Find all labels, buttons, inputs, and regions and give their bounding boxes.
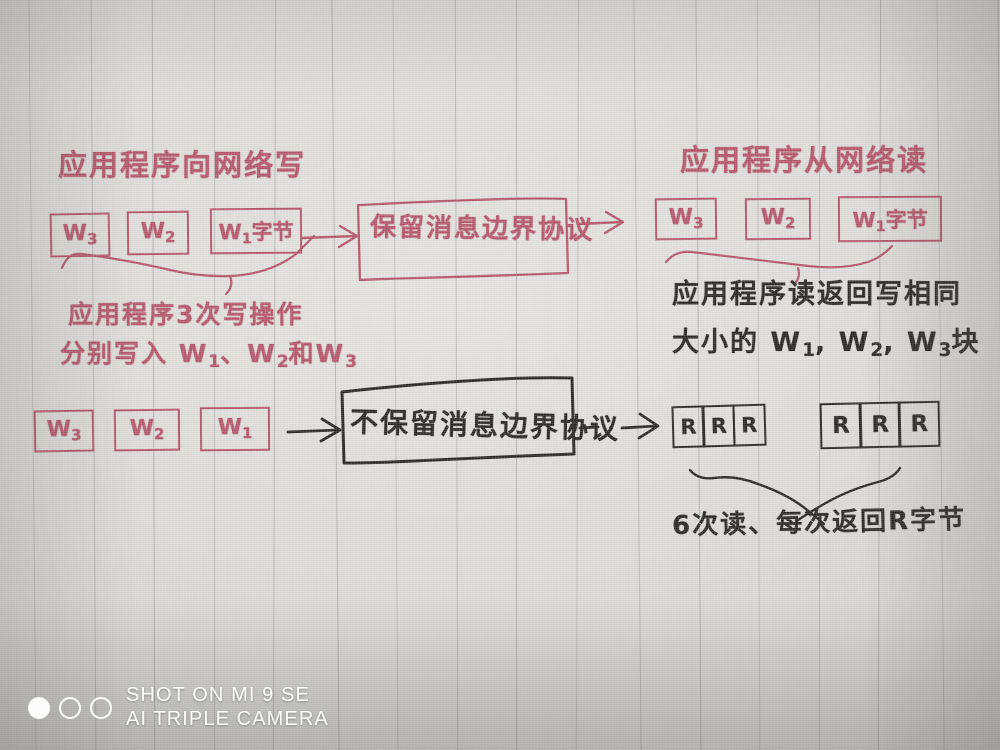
note-sub-3: 3	[345, 351, 357, 372]
top-right-box-w2: W2	[744, 197, 812, 241]
lens-dot-icon	[90, 696, 112, 719]
box-subscript: 2	[153, 425, 165, 444]
r-box: R	[897, 400, 941, 448]
top-right-box-w1: W1字节	[837, 195, 943, 243]
box-label: W1字节	[852, 207, 928, 235]
note-sub-2: 2	[276, 351, 289, 372]
top-right-note-line1: 应用程序读返回写相同	[672, 279, 962, 310]
note-prefix: 大小的 W	[672, 327, 803, 358]
top-right-box-w3: W3	[654, 197, 718, 241]
watermark-line-2: AI TRIPLE CAMERA	[126, 708, 329, 731]
r-group-1: R R R	[671, 403, 767, 449]
box-label: W3	[46, 417, 82, 445]
top-left-box-w1: W1字节	[209, 207, 303, 255]
top-left-box-w3: W3	[49, 212, 111, 258]
bottom-middle-label: 不保留消息边界协议	[349, 405, 621, 446]
box-label: W2	[760, 205, 796, 233]
bottom-left-box-w2: W2	[113, 408, 181, 452]
box-label: W2	[129, 416, 165, 444]
lens-dot-icon	[59, 696, 81, 719]
r-box: R	[732, 403, 767, 447]
box-subscript: 3	[86, 230, 98, 249]
box-label: W1	[217, 415, 253, 443]
bottom-right-caption: 6次读、每次返回R字节	[671, 504, 967, 542]
watermark-line-1: SHOT ON MI 9 SE	[126, 683, 310, 706]
box-subscript: 2	[784, 214, 796, 233]
box-subscript: 1	[241, 424, 253, 443]
note-end: 块	[951, 327, 981, 358]
bottom-left-box-w1: W1	[199, 406, 271, 452]
top-right-note-line2: 大小的 W1, W2, W3块	[672, 320, 980, 361]
note-tail: , W	[883, 327, 939, 358]
note-prefix: 分别写入 W	[60, 339, 209, 368]
note-mid: 、W	[220, 339, 277, 368]
box-label: W3	[62, 221, 98, 249]
r-group-2: R R R	[819, 400, 941, 450]
box-label: W2	[140, 219, 176, 247]
note-sub-1: 1	[208, 351, 221, 372]
camera-watermark: SHOT ON MI 9 SE AI TRIPLE CAMERA	[28, 684, 329, 732]
r-box: R	[701, 404, 736, 448]
top-right-caption: 应用程序从网络读	[680, 143, 929, 177]
note-sub-2: 2	[870, 340, 884, 362]
top-middle-label: 保留消息边界协议	[369, 212, 595, 246]
r-box: R	[858, 401, 902, 449]
box-subscript: 3	[692, 214, 704, 233]
top-left-note-line2: 分别写入 W1、W2和W3	[60, 334, 357, 372]
bottom-left-box-w3: W3	[33, 409, 95, 453]
box-subscript: 2	[164, 228, 176, 247]
box-subscript: 1	[875, 218, 886, 235]
top-left-caption: 应用程序向网络写	[58, 148, 307, 182]
box-label: W1字节	[218, 219, 294, 247]
camera-lens-dots	[28, 696, 112, 719]
note-sub-3: 3	[938, 340, 952, 362]
box-label: W3	[668, 205, 704, 233]
lens-dot-icon	[28, 696, 50, 719]
top-left-box-w2: W2	[126, 210, 190, 256]
note-sub-1: 1	[802, 340, 815, 362]
watermark-text: SHOT ON MI 9 SE AI TRIPLE CAMERA	[126, 684, 329, 732]
r-box: R	[819, 402, 863, 450]
box-subscript: 3	[70, 426, 82, 445]
note-tail: 和W	[288, 339, 346, 368]
r-box: R	[671, 405, 706, 449]
top-left-note-line1: 应用程序3次写操作	[68, 300, 304, 329]
note-mid: , W	[814, 327, 871, 358]
box-subscript: 1	[241, 230, 252, 247]
